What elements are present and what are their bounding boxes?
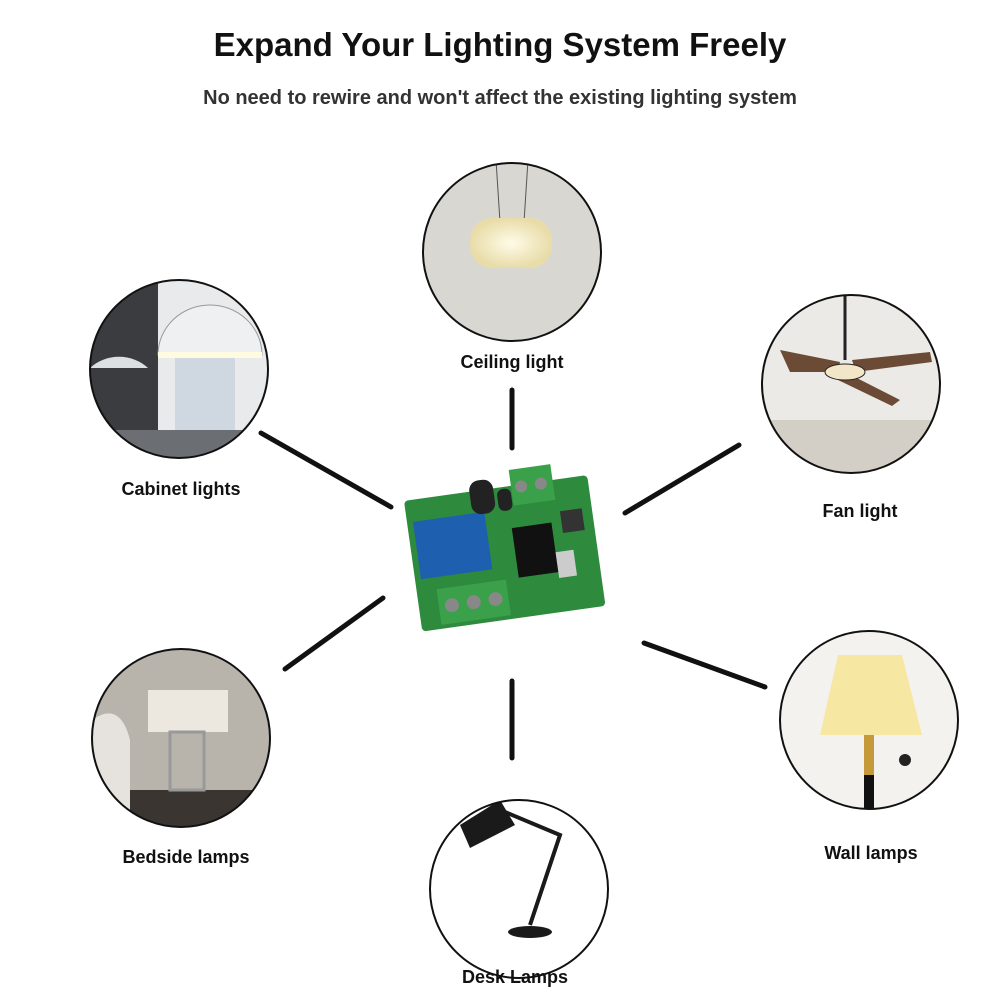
label-cabinet-lights: Cabinet lights <box>121 479 241 499</box>
label-bedside-lamps: Bedside lamps <box>122 847 250 867</box>
page-subtitle: No need to rewire and won't affect the e… <box>203 87 797 109</box>
relay-module-board <box>404 464 606 632</box>
connector-lines <box>258 387 768 761</box>
label-desk-lamps: Desk Lamps <box>461 967 569 987</box>
connector-bedside <box>282 595 386 672</box>
label-ceiling-light: Ceiling light <box>460 352 564 372</box>
wall-lamp-photo <box>779 630 959 810</box>
connector-cabinet <box>258 430 394 510</box>
label-wall-lamps: Wall lamps <box>824 843 918 863</box>
bedside-lamp-photo <box>91 648 271 828</box>
connector-fan <box>622 442 742 516</box>
desk-lamp-photo <box>429 799 609 979</box>
label-fan-light: Fan light <box>822 501 898 521</box>
connector-wall <box>641 640 768 690</box>
fan-light-photo <box>761 294 941 474</box>
ceiling-light-photo <box>422 162 602 342</box>
cabinet-lights-photo <box>89 279 269 459</box>
page-title: Expand Your Lighting System Freely <box>213 26 787 63</box>
